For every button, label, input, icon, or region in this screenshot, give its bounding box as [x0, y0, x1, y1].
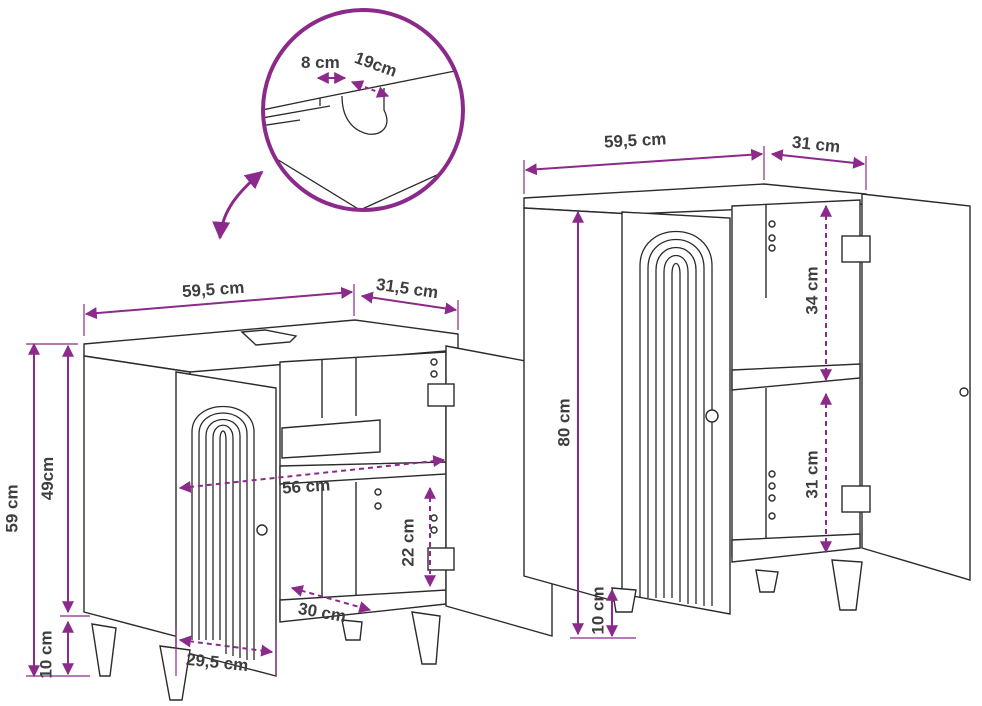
small-body-height-label: 49cm	[38, 456, 58, 501]
small-total-height-label: 59 cm	[2, 484, 22, 533]
small-inner-width-label: 56 cm	[281, 475, 331, 498]
small-leg-height-label: 10 cm	[36, 630, 56, 679]
detail-magnifier	[212, 8, 465, 240]
small-shelf-gap-label: 22 cm	[398, 518, 418, 567]
tall-cabinet-dimensions	[523, 146, 867, 639]
small-cabinet-dimensions	[26, 284, 459, 678]
tall-lower-compartment-label: 31 cm	[802, 450, 822, 499]
tall-width-label: 59,5 cm	[603, 129, 667, 152]
tall-depth-label: 31 cm	[791, 132, 842, 157]
tall-cabinet	[523, 183, 971, 615]
small-cabinet	[83, 319, 553, 701]
tall-upper-compartment-label: 34 cm	[802, 266, 822, 315]
tall-leg-height-label: 10 cm	[588, 586, 608, 635]
detail-notch-depth-label: 8 cm	[301, 53, 340, 72]
tall-body-height-label: 80 cm	[554, 398, 574, 447]
small-width-label: 59,5 cm	[181, 277, 245, 302]
